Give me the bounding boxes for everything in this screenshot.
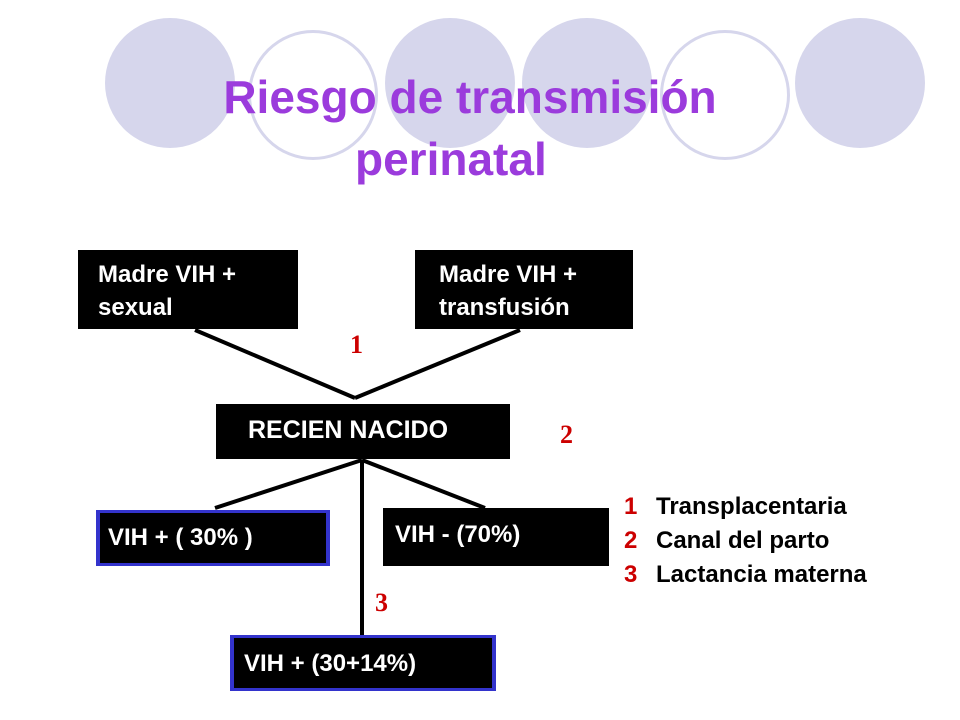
legend: 1 Transplacentaria 2 Canal del parto 3 Lact… — [624, 490, 867, 592]
route-number-2: 2 — [560, 420, 573, 449]
legend-num: 1 — [624, 493, 638, 520]
legend-label: Lactancia materna — [656, 561, 867, 588]
box-madre-transfusion-line2: transfusión — [439, 294, 570, 321]
box-madre-sexual-line1: Madre VIH + — [98, 261, 237, 288]
decor-circle — [522, 18, 652, 148]
legend-label: Transplacentaria — [656, 493, 847, 520]
decor-circle — [385, 18, 515, 148]
route-number-1: 1 — [350, 330, 363, 359]
decor-circle — [248, 30, 378, 160]
line-newborn-to-pos — [214, 458, 363, 510]
legend-item: 2 Canal del parto — [624, 524, 867, 558]
route-number-3: 3 — [375, 588, 388, 617]
box-madre-transfusion: Madre VIH + transfusión — [415, 250, 633, 329]
decor-circle — [795, 18, 925, 148]
legend-item: 3 Lactancia materna — [624, 558, 867, 592]
line-sexual-to-newborn — [194, 328, 356, 400]
box-madre-sexual: Madre VIH + sexual — [78, 250, 298, 329]
box-recien-nacido: RECIEN NACIDO — [216, 404, 510, 459]
legend-num: 2 — [624, 527, 638, 554]
page-title: Riesgo de transmisión perinatal — [100, 66, 840, 190]
title-line-1: Riesgo de transmisión — [223, 71, 717, 123]
decor-circle — [105, 18, 235, 148]
line-transfusion-to-newborn — [354, 328, 521, 400]
decor-circle — [660, 30, 790, 160]
line-newborn-to-neg — [361, 458, 486, 510]
box-vih-neg: VIH - (70%) — [383, 508, 609, 566]
box-madre-sexual-line2: sexual — [98, 294, 173, 321]
box-vih-pos: VIH + ( 30% ) — [96, 510, 330, 566]
box-madre-transfusion-line1: Madre VIH + — [439, 261, 578, 288]
legend-label: Canal del parto — [656, 527, 830, 554]
legend-num: 3 — [624, 561, 638, 588]
legend-item: 1 Transplacentaria — [624, 490, 867, 524]
box-vih-pos-total: VIH + (30+14%) — [230, 635, 496, 691]
title-line-2: perinatal — [355, 133, 547, 185]
